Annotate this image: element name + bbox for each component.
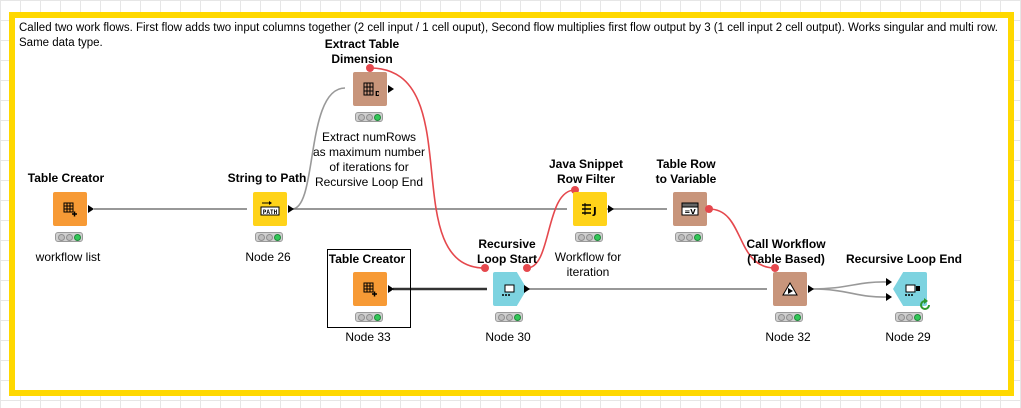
node-status-traffic-light xyxy=(575,232,603,242)
node-title: Table Row to Variable xyxy=(655,157,717,186)
svg-text:J: J xyxy=(592,206,597,217)
loop-start-icon xyxy=(502,284,515,296)
node-title: Recursive Loop End xyxy=(845,252,963,266)
node-string-to-path[interactable]: PATH xyxy=(253,192,287,226)
output-port[interactable] xyxy=(88,205,94,213)
annotation-text: Called two work flows. First flow adds t… xyxy=(19,22,999,49)
node-title: Table Creator xyxy=(328,252,406,266)
node-label[interactable]: Node 33 xyxy=(345,330,391,344)
call-workflow-icon xyxy=(782,282,798,296)
node-title: Extract Table Dimension xyxy=(324,37,400,66)
node-status-traffic-light xyxy=(495,312,523,322)
node-status-traffic-light xyxy=(675,232,703,242)
flow-variable-output-port[interactable] xyxy=(705,205,713,213)
output-port[interactable] xyxy=(524,285,530,293)
output-port[interactable] xyxy=(608,205,614,213)
node-title: Table Creator xyxy=(27,171,105,185)
table-creator-icon xyxy=(363,282,377,297)
connection-callworkflow-to-loopend-1 xyxy=(811,281,889,290)
node-status-traffic-light xyxy=(355,112,383,122)
connection-callworkflow-to-loopend-2 xyxy=(811,288,889,298)
variable-connection-loopstart-to-javasnippet xyxy=(526,189,576,269)
node-table-creator-2[interactable] xyxy=(353,272,387,306)
node-title: Call Workflow (Table Based) xyxy=(746,237,826,266)
svg-text:D: D xyxy=(375,90,379,98)
node-title: Java Snippet Row Filter xyxy=(548,157,624,186)
svg-text:PATH: PATH xyxy=(263,209,278,216)
flow-variable-input-port[interactable] xyxy=(571,186,579,194)
node-label[interactable]: Node 26 xyxy=(245,250,291,264)
output-port[interactable] xyxy=(388,285,394,293)
node-label[interactable]: workflow list xyxy=(35,250,101,264)
node-label[interactable]: Workflow for iteration xyxy=(554,250,622,279)
node-label[interactable]: Extract numRows as maximum number of ite… xyxy=(312,130,426,189)
dimension-icon: D xyxy=(363,82,379,98)
node-status-traffic-light xyxy=(255,232,283,242)
connection-stringtopath-to-extractdim xyxy=(291,87,346,210)
workflow-annotation[interactable] xyxy=(9,12,1014,396)
node-label[interactable]: Node 32 xyxy=(765,330,811,344)
flow-variable-output-port[interactable] xyxy=(523,264,531,272)
node-extract-table-dimension[interactable]: D xyxy=(353,72,387,106)
node-table-creator-1[interactable] xyxy=(53,192,87,226)
svg-text:=V: =V xyxy=(684,208,696,216)
node-label[interactable]: Node 30 xyxy=(485,330,531,344)
row-to-variable-icon: =V xyxy=(681,202,699,216)
input-port-1[interactable] xyxy=(886,278,892,286)
node-status-traffic-light xyxy=(895,312,923,322)
node-status-traffic-light xyxy=(55,232,83,242)
node-table-row-to-variable[interactable]: =V xyxy=(673,192,707,226)
node-call-workflow[interactable] xyxy=(773,272,807,306)
node-label[interactable]: Node 29 xyxy=(885,330,931,344)
node-status-traffic-light xyxy=(775,312,803,322)
node-selection-box xyxy=(327,249,411,328)
loop-refresh-icon xyxy=(920,298,930,310)
flow-variable-output-port[interactable] xyxy=(366,64,374,72)
variable-connection-tablerow-to-callworkflow xyxy=(708,208,776,269)
output-port[interactable] xyxy=(808,285,814,293)
input-port-2[interactable] xyxy=(886,293,892,301)
path-icon: PATH xyxy=(260,201,280,216)
output-port[interactable] xyxy=(288,205,294,213)
table-creator-icon xyxy=(63,202,77,217)
node-java-snippet-row-filter[interactable]: J xyxy=(573,192,607,226)
node-status-traffic-light xyxy=(355,312,383,322)
flow-variable-input-port[interactable] xyxy=(771,264,779,272)
variable-connection-extractdim-to-loopstart xyxy=(369,67,486,269)
node-title: Recursive Loop Start xyxy=(477,237,537,266)
output-port[interactable] xyxy=(388,85,394,93)
java-filter-icon: J xyxy=(582,203,597,217)
flow-variable-input-port[interactable] xyxy=(481,264,489,272)
node-title: String to Path xyxy=(227,171,307,185)
loop-end-icon xyxy=(905,284,920,296)
